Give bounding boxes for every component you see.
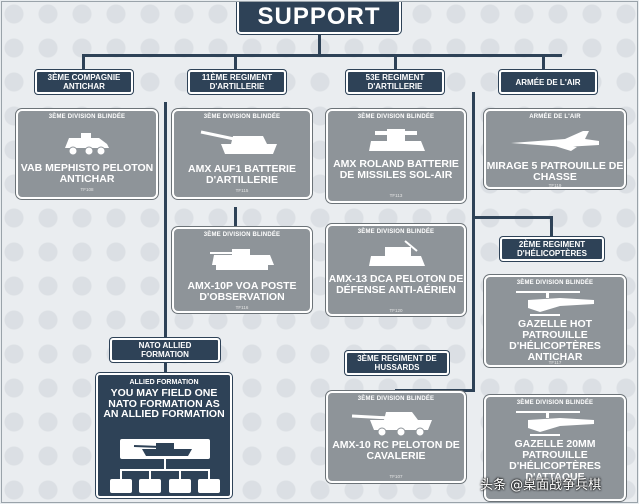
jet-icon	[511, 131, 599, 151]
card-formation: 3ÈME DIVISION BLINDÉE	[516, 400, 594, 406]
header-nato-allied: NATO ALLIED FORMATION	[110, 338, 220, 362]
card-code: TF113	[389, 193, 403, 198]
unit-card-amx-10-rc[interactable]: 3ÈME DIVISION BLINDÉE AMX-10 RC PELOTON …	[326, 391, 466, 483]
nato-slot	[198, 479, 220, 493]
nato-allied-formation-card[interactable]: ALLIED FORMATION YOU MAY FIELD ONE NATO …	[96, 373, 232, 498]
connector-line	[472, 216, 552, 219]
connector-line	[164, 102, 167, 340]
header-artillerie: 11ÈME REGIMENT D'ARTILLERIE	[188, 70, 286, 94]
header-53e-regiment: 53E REGIMENT D'ARTILLERIE	[346, 70, 444, 94]
card-code: TF120	[389, 308, 403, 313]
card-formation: 3ÈME DIVISION BLINDÉE	[357, 114, 435, 120]
connector-line	[395, 389, 475, 392]
connector-line	[234, 54, 237, 72]
card-formation: 3ÈME DIVISION BLINDÉE	[357, 229, 435, 235]
armored-car-icon	[351, 412, 432, 437]
unit-card-amx-roland[interactable]: 3ÈME DIVISION BLINDÉE AMX ROLAND BATTERI…	[326, 109, 466, 203]
watermark: 头条 @桌面战争兵棋	[480, 478, 602, 493]
header-hussards: 3ÈME REGIMENT DE HUSSARDS	[345, 351, 449, 375]
sam-vehicle-icon	[369, 129, 425, 151]
card-unit-name: AMX-10 RC PELOTON DE CAVALERIE	[332, 439, 460, 462]
page-title: SUPPORT	[237, 2, 401, 34]
card-code: TF108	[80, 187, 94, 192]
connector-line	[164, 357, 167, 375]
self-propelled-gun-icon	[200, 130, 277, 154]
connector-line	[234, 207, 237, 229]
unit-card-gazelle-hot[interactable]: 3ÈME DIVISION BLINDÉE GAZELLE HOT PATROU…	[484, 275, 626, 367]
connector-line	[394, 54, 397, 72]
card-code: TF117	[548, 360, 562, 365]
card-formation: 3ÈME DIVISION BLINDÉE	[516, 280, 594, 286]
nato-slot	[169, 479, 191, 493]
apc-icon	[210, 249, 274, 270]
header-helicopteres: 2ÈME REGIMENT D'HÉLICOPTÈRES	[500, 237, 604, 261]
tank-icon	[133, 443, 192, 456]
nato-connector	[179, 469, 181, 479]
unit-card-amx-13-dca[interactable]: 3ÈME DIVISION BLINDÉE AMX-13 DCA PELOTON…	[326, 224, 466, 316]
card-unit-name: GAZELLE HOT PATROUILLE D'HÉLICOPTÈRES AN…	[509, 318, 601, 363]
nato-connector	[208, 469, 210, 479]
card-formation: 3ÈME DIVISION BLINDÉE	[357, 396, 435, 402]
nato-slot	[110, 479, 132, 493]
card-code: TF115	[235, 188, 249, 193]
connector-line	[472, 92, 475, 392]
nato-connector	[120, 469, 210, 471]
card-formation: 3ÈME DIVISION BLINDÉE	[203, 232, 281, 238]
nato-connector	[120, 469, 122, 479]
helicopter-icon	[516, 291, 594, 316]
nato-formation-label: ALLIED FORMATION	[129, 379, 199, 386]
card-unit-name: AMX-10P VOA POSTE D'OBSERVATION	[187, 280, 297, 303]
header-antichar: 3ÈME COMPAGNIE ANTICHAR	[35, 70, 133, 94]
nato-connector	[149, 469, 151, 479]
card-unit-name: GAZELLE 20MM PATROUILLE D'HÉLICOPTÈRES D…	[509, 438, 601, 483]
nato-slot	[139, 479, 161, 493]
card-formation: 3ÈME DIVISION BLINDÉE	[48, 114, 126, 120]
card-unit-name: MIRAGE 5 PATROUILLE DE CHASSE	[486, 160, 624, 183]
connector-line	[550, 216, 553, 238]
card-code: TF116	[235, 305, 249, 310]
card-code: TF119	[548, 183, 562, 188]
connector-line	[318, 30, 321, 56]
card-code: TF107	[389, 474, 403, 479]
aa-tank-icon	[369, 240, 425, 266]
unit-card-amx-auf1[interactable]: 3ÈME DIVISION BLINDÉE AMX AUF1 BATTERIE …	[172, 109, 312, 199]
connector-line	[82, 54, 85, 72]
unit-card-gazelle-20mm[interactable]: 3ÈME DIVISION BLINDÉE GAZELLE 20MM PATRO…	[484, 395, 626, 501]
connector-line	[82, 54, 562, 57]
card-unit-name: AMX AUF1 BATTERIE D'ARTILLERIE	[188, 163, 296, 186]
card-formation: ARMÉE DE L'AIR	[529, 114, 581, 120]
unit-card-mirage-5[interactable]: ARMÉE DE L'AIR MIRAGE 5 PATROUILLE DE CH…	[484, 109, 626, 189]
helicopter-icon	[516, 411, 594, 436]
nato-tank-box	[120, 439, 210, 459]
unit-card-amx-10p[interactable]: 3ÈME DIVISION BLINDÉE AMX-10P VOA POSTE …	[172, 227, 312, 313]
card-unit-name: AMX ROLAND BATTERIE DE MISSILES SOL-AIR	[333, 158, 459, 181]
card-unit-name: VAB MEPHISTO PELOTON ANTICHAR	[20, 162, 154, 185]
nato-formation-text: YOU MAY FIELD ONE NATO FORMATION AS AN A…	[103, 387, 225, 420]
unit-card-vab-mephisto[interactable]: 3ÈME DIVISION BLINDÉE VAB MEPHISTO PELOT…	[16, 109, 158, 199]
connector-line	[542, 54, 545, 72]
header-armee-de-lair: ARMÉE DE L'AIR	[499, 70, 597, 94]
nato-connector	[164, 459, 166, 469]
card-unit-name: AMX-13 DCA PELOTON DE DÉFENSE ANTI-AÉRIE…	[328, 273, 464, 296]
vab-vehicle-icon	[65, 133, 109, 156]
card-formation: 3ÈME DIVISION BLINDÉE	[203, 114, 281, 120]
